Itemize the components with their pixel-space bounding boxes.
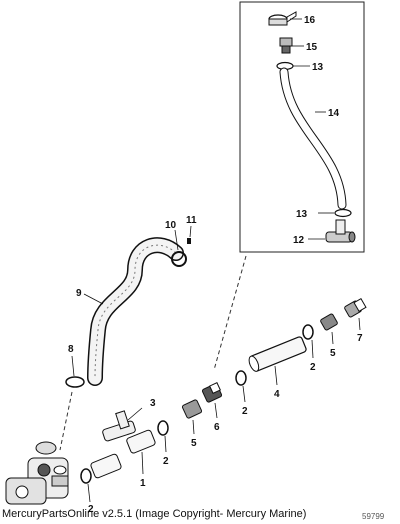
callout-10: 10	[165, 220, 177, 231]
callout-13-bottom: 13	[296, 209, 308, 220]
part-cap-16	[268, 11, 297, 26]
part-clamp-13-bottom	[334, 208, 352, 218]
callout-2-right: 2	[310, 362, 316, 373]
part-tee-3	[102, 410, 136, 442]
pump-housing	[5, 441, 69, 505]
callout-1: 1	[140, 478, 146, 489]
callout-12: 12	[293, 235, 305, 246]
copyright-footer: MercuryPartsOnline v2.5.1 (Image Copyrig…	[2, 508, 307, 520]
part-fitting-5-mid	[181, 399, 203, 419]
callout-7: 7	[357, 333, 363, 344]
callout-3: 3	[150, 398, 156, 409]
part-clamp-2-mid	[235, 370, 247, 386]
figure-code: 59799	[362, 512, 385, 521]
callout-13-top: 13	[312, 62, 324, 73]
connector-dashed-inset	[213, 255, 247, 371]
part-hose-1-lower	[90, 453, 122, 479]
part-fitting-5-right	[320, 313, 338, 331]
callout-6: 6	[214, 422, 220, 433]
part-clamp-2-center	[157, 420, 169, 436]
callout-14: 14	[328, 108, 340, 119]
part-fitting-15	[279, 37, 293, 54]
callout-9: 9	[76, 288, 82, 299]
part-clamp-10	[171, 251, 187, 267]
part-tee-12	[325, 219, 356, 243]
part-screw-11	[187, 238, 191, 244]
callout-11: 11	[186, 215, 197, 226]
part-clamp-8	[65, 376, 85, 388]
part-hose-1	[126, 429, 156, 454]
callout-5-right: 5	[330, 348, 336, 359]
callout-4: 4	[274, 389, 280, 400]
part-fitting-7	[344, 297, 367, 318]
part-hose-4	[248, 336, 307, 372]
callout-2-lower: 2	[88, 504, 94, 515]
inset-box	[239, 1, 365, 253]
callout-5-mid: 5	[191, 438, 197, 449]
part-clamp-2-right	[302, 324, 314, 340]
connector-dashed-left	[59, 391, 73, 451]
callout-2-mid: 2	[242, 406, 248, 417]
callout-8: 8	[68, 344, 74, 355]
callout-2-center: 2	[163, 456, 169, 467]
callout-15: 15	[306, 42, 318, 53]
part-fitting-6	[201, 382, 223, 403]
part-clamp-2-lower	[80, 468, 92, 484]
callout-16: 16	[304, 15, 316, 26]
